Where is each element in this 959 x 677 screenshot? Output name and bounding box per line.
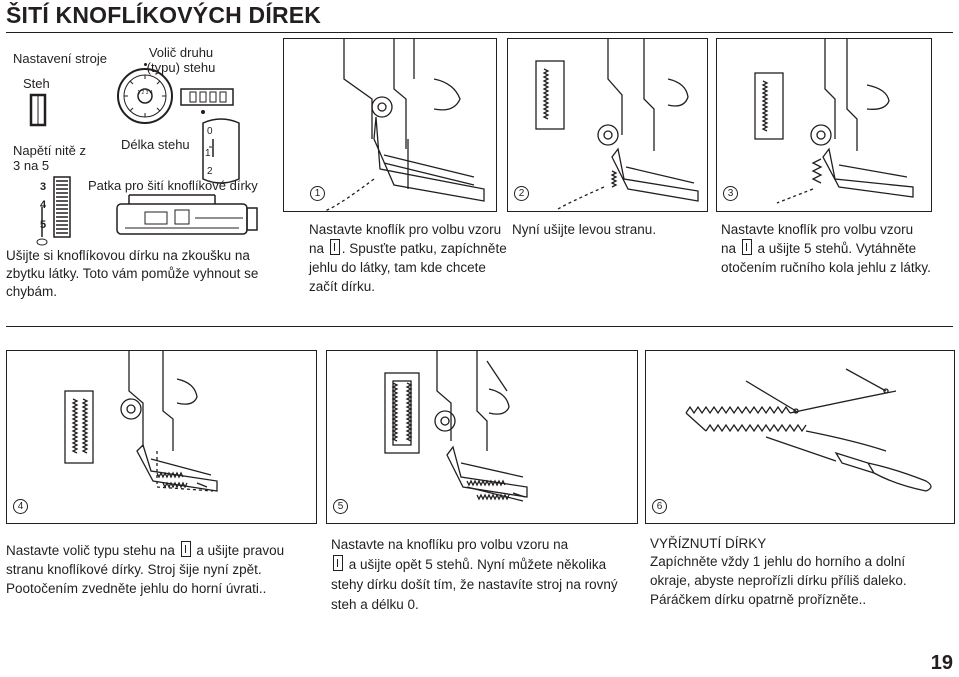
pattern-2-icon: [333, 555, 343, 571]
step-6-number: 6: [652, 499, 667, 514]
page-title: ŠITÍ KNOFLÍKOVÝCH DÍREK: [6, 2, 322, 28]
step-4-illustration: [64, 351, 218, 492]
length-value-0: 0: [207, 126, 213, 137]
step-6-illustration: [685, 368, 932, 492]
step-6-text: Zapíchněte vždy 1 jehlu do horního a dol…: [650, 554, 907, 607]
buttonhole-foot-label: Patka pro šití knoflíkové dírky: [88, 178, 258, 193]
step-6-heading: VYŘÍZNUTÍ DÍRKY: [650, 536, 767, 551]
step-1-text: Nastavte knoflík pro volbu vzoru na . Sp…: [309, 220, 509, 296]
buttonhole-stitch-icon: [29, 93, 47, 127]
step-4-frame: [6, 350, 317, 524]
step-4-text-b: a ušijte pravou stranu knoflíkové dírky.…: [6, 543, 285, 596]
setup-panel: [6, 40, 280, 302]
stitch-length-label: Délka stehu: [121, 137, 190, 152]
setup-note: Ušijte si knoflíkovou dírku na zkoušku n…: [6, 248, 259, 299]
tension-value-3: 3: [40, 181, 47, 193]
stitch-selector-dial: 1 2 3 4: [117, 68, 173, 124]
step-4-text-a: Nastavte volič typu stehu na: [6, 543, 179, 558]
step-5-text: Nastavte na knoflíku pro volbu vzoru na …: [331, 535, 633, 615]
step-5-illustration: [384, 351, 528, 502]
step-3-text-b: a ušijte 5 stehů. Vytáhněte otočením ruč…: [721, 241, 931, 275]
step-2-text: Nyní ušijte levou stranu.: [512, 222, 657, 237]
step-5-number: 5: [333, 499, 348, 514]
tension-value-5: 5: [40, 219, 47, 231]
step-1-number: 1: [310, 186, 325, 201]
step-1-text-a: Nastavte knoflík pro volbu vzoru na: [309, 222, 502, 256]
tension-value-4: 4: [40, 199, 47, 211]
step-3-text: Nastavte knoflík pro volbu vzoru na a uš…: [721, 220, 931, 277]
step-6-frame: [645, 350, 955, 524]
step-3-number: 3: [723, 186, 738, 201]
step-3-illustration: [754, 39, 914, 204]
stitch-length-knob: [202, 118, 240, 184]
step-3-text-a: Nastavte knoflík pro volbu vzoru na: [721, 222, 914, 256]
step-5-text-b: a ušijte opět 5 stehů. Nyní můžete někol…: [331, 557, 618, 612]
step-2-illustration: [535, 39, 699, 210]
thread-tension-label: Napětí nitě z 3 na 5: [13, 143, 86, 173]
pattern-window-icon: [180, 88, 234, 106]
step-4-text: Nastavte volič typu stehu na a ušijte pr…: [6, 541, 311, 598]
title-rule: [6, 32, 953, 33]
svg-text:1 2 3 4: 1 2 3 4: [137, 90, 153, 96]
machine-settings-label: Nastavení stroje: [13, 51, 107, 66]
section-divider: [6, 326, 953, 327]
step-2-number: 2: [514, 186, 529, 201]
thread-tension-dial: [36, 176, 71, 246]
window-pointer: [201, 110, 205, 114]
pattern-1-icon: [329, 239, 340, 255]
step-5-frame: [326, 350, 638, 524]
stitch-selector-label: Volič druhu (typu) stehu: [146, 45, 216, 75]
step-1-text-b: . Spusťte patku, zapíchněte jehlu do lát…: [309, 241, 507, 294]
step-1-illustration: [323, 39, 485, 211]
step-3-frame: [716, 38, 932, 212]
pattern-3-icon: [180, 541, 191, 557]
length-value-2: 2: [207, 166, 213, 177]
buttonhole-foot-illustration: [116, 194, 258, 235]
length-value-1: 1: [205, 148, 211, 159]
page-number: 19: [930, 652, 953, 674]
step-5-text-a: Nastavte na knoflíku pro volbu vzoru na: [331, 537, 569, 552]
dial-pointer: [144, 63, 147, 66]
step-1-frame: [283, 38, 497, 212]
pattern-3-icon: [741, 239, 752, 255]
step-2-frame: [507, 38, 708, 212]
step-4-number: 4: [13, 499, 28, 514]
stitch-label: Steh: [23, 76, 50, 91]
